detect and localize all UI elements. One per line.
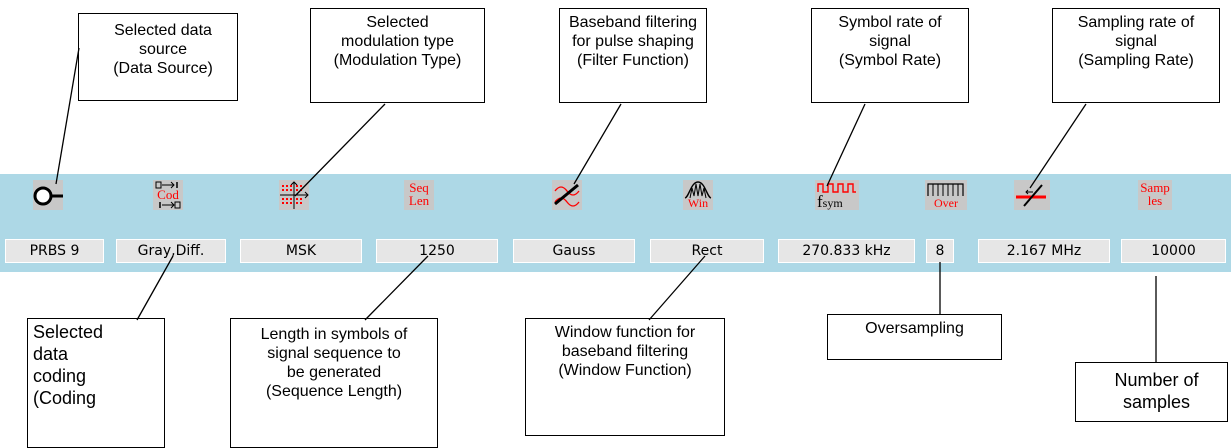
fsym-icon[interactable]: fsym (815, 180, 859, 210)
callout-filter: Baseband filtering for pulse shaping (Fi… (559, 8, 707, 103)
samples-field[interactable]: 10000 (1121, 239, 1226, 263)
seq-len-icon-label-1: Seq (409, 180, 429, 195)
callout-oversampling-text: Oversampling (865, 320, 964, 337)
fsym-icon-label: fsym (817, 192, 843, 210)
over-icon-label: Over (934, 196, 958, 210)
over-icon[interactable]: Over (925, 180, 967, 210)
window-field[interactable]: Rect (650, 239, 764, 263)
callout-coding: Selected data coding (Coding (27, 318, 165, 448)
leader-data-source (55, 47, 80, 185)
sampling-icon[interactable] (1014, 180, 1050, 210)
filter-field[interactable]: Gauss (513, 239, 635, 263)
callout-symbol-rate-text: Symbol rate of signal (Symbol Rate) (838, 14, 942, 69)
samples-icon-label-2: les (1147, 193, 1163, 208)
coding-field[interactable]: Gray,Diff. (116, 239, 226, 263)
callout-window: Window function for baseband filtering (… (525, 318, 725, 436)
callout-sequence-length: Length in symbols of signal sequence to … (230, 318, 438, 448)
callout-data-source: Selected data source (Data Source) (78, 13, 238, 101)
callout-sequence-length-text: Length in symbols of signal sequence to … (260, 326, 408, 400)
coding-icon-label: Cod (157, 187, 179, 202)
callout-samples-text: Number of samples (1114, 370, 1199, 412)
leader-filter (573, 103, 622, 185)
callout-sampling-rate: Sampling rate of signal (Sampling Rate) (1052, 8, 1220, 103)
samples-icon[interactable]: Samp les (1138, 180, 1172, 210)
callout-sampling-rate-text: Sampling rate of signal (Sampling Rate) (1077, 14, 1195, 69)
constellation-icon[interactable] (279, 180, 309, 210)
callout-filter-text: Baseband filtering for pulse shaping (Fi… (568, 14, 698, 69)
callout-window-text: Window function for baseband filtering (… (554, 324, 696, 379)
sampling-rate-field[interactable]: 2.167 MHz (978, 239, 1110, 263)
callout-oversampling: Oversampling (827, 314, 1002, 360)
sequence-length-field[interactable]: 1250 (376, 239, 498, 263)
callout-samples: Number of samples (1075, 362, 1228, 422)
oversampling-field[interactable]: 8 (926, 239, 954, 263)
seq-len-icon[interactable]: Seq Len (404, 180, 434, 210)
callout-modulation-text: Selected modulation type (Modulation Typ… (333, 14, 462, 69)
callout-data-source-text: Selected data source (Data Source) (113, 22, 213, 77)
modulation-field[interactable]: MSK (240, 239, 362, 263)
symbol-rate-field[interactable]: 270.833 kHz (778, 239, 915, 263)
window-icon[interactable]: Win (683, 180, 713, 210)
window-icon-label: Win (687, 196, 709, 210)
data-source-icon[interactable] (33, 180, 63, 210)
samples-icon-label-1: Samp (1140, 180, 1170, 195)
callout-symbol-rate: Symbol rate of signal (Symbol Rate) (811, 8, 969, 103)
callout-modulation: Selected modulation type (Modulation Typ… (310, 8, 485, 103)
callout-coding-text: Selected data coding (Coding (33, 322, 104, 408)
filter-icon[interactable] (552, 180, 582, 210)
seq-len-icon-label-2: Len (408, 193, 430, 208)
coding-icon[interactable]: Cod (153, 180, 183, 210)
data-source-field[interactable]: PRBS 9 (5, 239, 104, 263)
